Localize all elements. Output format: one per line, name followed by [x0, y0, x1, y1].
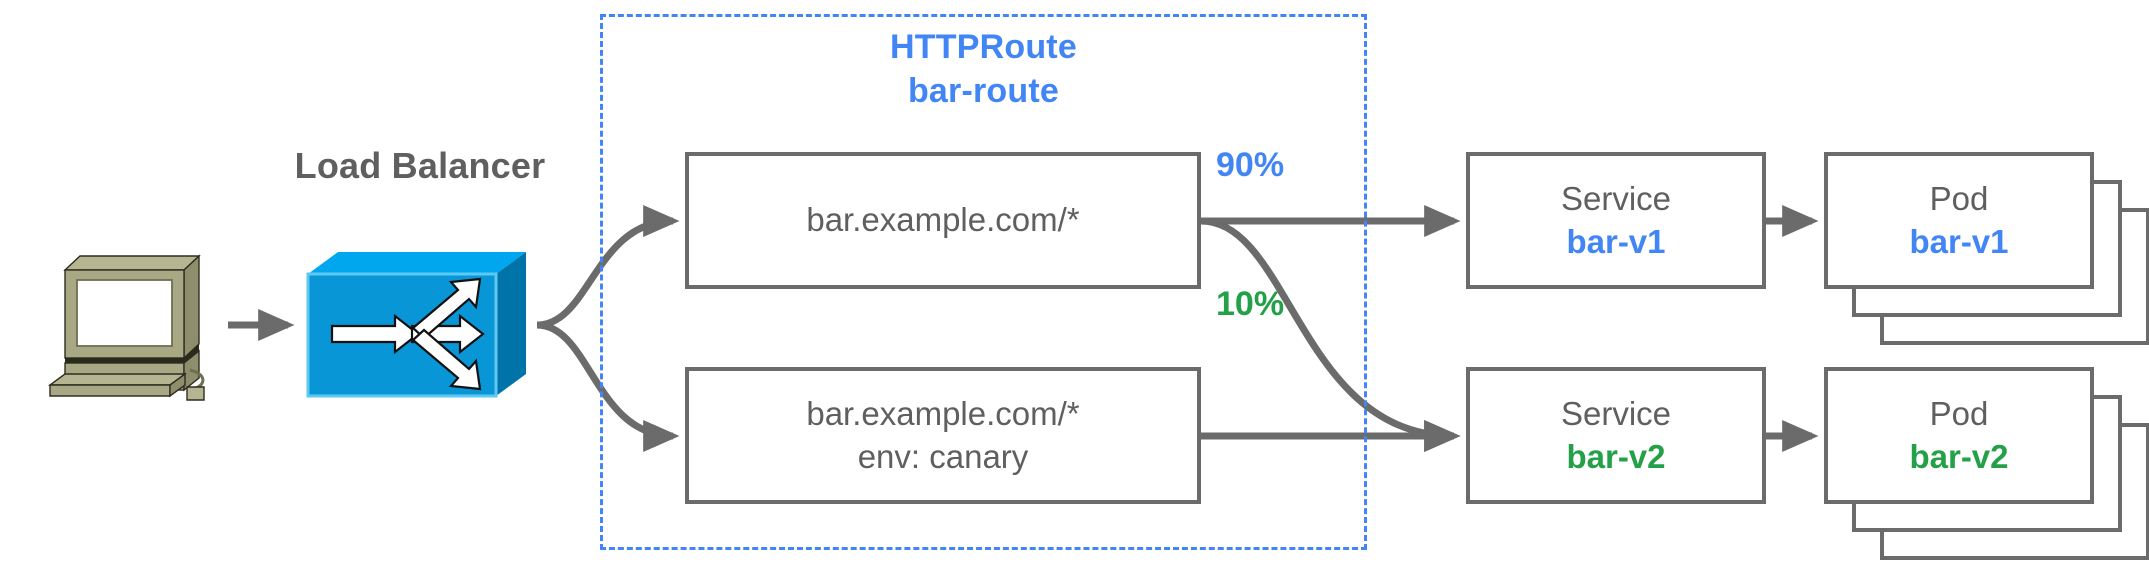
route-match-header: env: canary — [857, 437, 1029, 475]
computer-icon — [47, 254, 205, 401]
traffic-split-weight-primary: 90% — [1216, 146, 1285, 184]
pod-box-bar-v1[interactable]: Pod bar-v1 — [1824, 152, 2094, 289]
pod-kind-label: Pod — [1929, 179, 1989, 217]
service-name-label: bar-v1 — [1566, 222, 1666, 260]
httproute-group-title: HTTPRoute bar-route — [600, 26, 1367, 113]
pod-box-bar-v2[interactable]: Pod bar-v2 — [1824, 367, 2094, 504]
service-box-bar-v1[interactable]: Service bar-v1 — [1466, 152, 1766, 289]
traffic-split-weight-canary: 10% — [1216, 285, 1285, 323]
service-box-bar-v2[interactable]: Service bar-v2 — [1466, 367, 1766, 504]
route-match-box-primary[interactable]: bar.example.com/* — [685, 152, 1201, 289]
pod-stack-bar-v1[interactable]: Pod bar-v1 — [1824, 152, 2149, 345]
httproute-kind-label: HTTPRoute — [890, 28, 1077, 66]
pod-stack-bar-v2[interactable]: Pod bar-v2 — [1824, 367, 2149, 560]
service-name-label: bar-v2 — [1566, 437, 1666, 475]
pod-name-label: bar-v2 — [1909, 437, 2009, 475]
route-match-box-canary[interactable]: bar.example.com/* env: canary — [685, 367, 1201, 504]
pod-name-label: bar-v1 — [1909, 222, 2009, 260]
pod-kind-label: Pod — [1929, 394, 1989, 432]
service-kind-label: Service — [1560, 394, 1672, 432]
route-match-hostname: bar.example.com/* — [806, 201, 1080, 239]
service-kind-label: Service — [1560, 179, 1672, 217]
load-balancer-label: Load Balancer — [294, 145, 546, 186]
load-balancer-icon — [306, 252, 526, 398]
route-match-hostname: bar.example.com/* — [806, 394, 1080, 432]
httproute-group-boundary — [600, 14, 1367, 550]
httproute-name-label: bar-route — [907, 71, 1060, 110]
